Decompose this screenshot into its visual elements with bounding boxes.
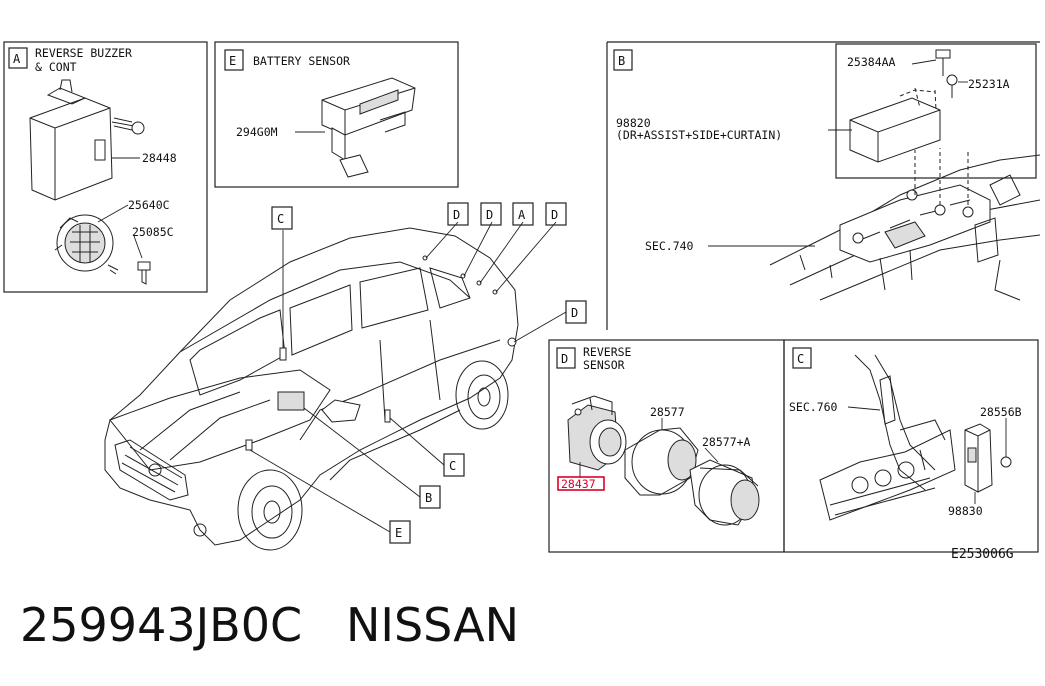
callout-c-bottom: C <box>449 459 456 473</box>
panel-c-letter: C <box>797 352 804 366</box>
panel-d: D REVERSE SENSOR 28437 28577 28577+A <box>548 339 785 553</box>
panel-c: C SEC.760 28556B 98830 <box>783 339 1039 553</box>
callout-d-2: D <box>486 208 493 222</box>
sec-760-label: SEC.760 <box>789 400 838 414</box>
part-25384aa-label: 25384AA <box>847 55 896 69</box>
part-25231a-label: 25231A <box>968 77 1010 91</box>
panel-a: A REVERSE BUZZER & CONT 28448 25640C 250… <box>3 41 208 293</box>
vehicle-callouts: C D D A D D C B E <box>271 202 587 544</box>
panel-a-letter: A <box>13 52 21 66</box>
panel-b: B 25384AA 25231A 98820 (DR+ASSIST+SIDE+C… <box>606 41 1041 330</box>
part-28577-label: 28577 <box>650 405 685 419</box>
part-number-caption: 259943JB0C NISSAN <box>20 598 520 652</box>
panel-d-title-2: SENSOR <box>583 358 625 372</box>
part-98820-label: 98820 <box>616 116 651 130</box>
callout-b: B <box>425 491 432 505</box>
panel-e-title: BATTERY SENSOR <box>253 54 350 68</box>
vehicle-illustration <box>104 221 567 551</box>
part-28437-highlight <box>557 476 605 491</box>
part-25085c-label: 25085C <box>132 225 174 239</box>
part-28556b-label: 28556B <box>980 405 1022 419</box>
panel-d-letter: D <box>561 352 568 366</box>
panel-e: E BATTERY SENSOR 294G0M <box>214 41 459 188</box>
sec-740-label: SEC.740 <box>645 239 694 253</box>
part-28577a-label: 28577+A <box>702 435 751 449</box>
part-25640c-label: 25640C <box>128 198 170 212</box>
part-294g0m-label: 294G0M <box>236 125 278 139</box>
callout-a: A <box>518 208 526 222</box>
callout-d-1: D <box>453 208 460 222</box>
part-28437-label: 28437 <box>561 477 596 491</box>
panel-e-letter: E <box>229 54 236 68</box>
callout-c-top: C <box>277 212 284 226</box>
callout-d-3: D <box>551 208 558 222</box>
callout-d-4: D <box>571 306 578 320</box>
callout-e: E <box>395 526 402 540</box>
panel-a-title-2: & CONT <box>35 60 77 74</box>
part-98820-desc: (DR+ASSIST+SIDE+CURTAIN) <box>616 128 782 142</box>
part-28448-label: 28448 <box>142 151 177 165</box>
panel-d-title-1: REVERSE <box>583 345 632 359</box>
diagram-code: E253006G <box>951 547 1014 562</box>
panel-a-title-1: REVERSE BUZZER <box>35 46 132 60</box>
panel-b-letter: B <box>618 54 625 68</box>
part-98830-label: 98830 <box>948 504 983 518</box>
